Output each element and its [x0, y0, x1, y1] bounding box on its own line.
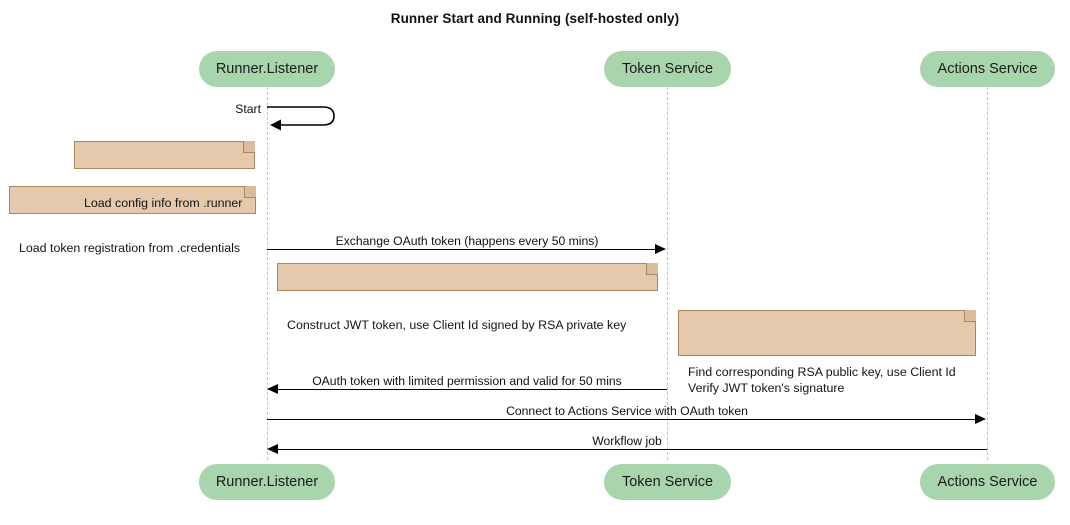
message-workflow-job-label: Workflow job: [592, 434, 662, 448]
note-fold-corner-icon: [964, 310, 976, 322]
participant-label: Runner.Listener: [215, 61, 319, 77]
message-connect-actions-service-label: Connect to Actions Service with OAuth to…: [506, 404, 748, 418]
participant-label: Actions Service: [937, 474, 1038, 490]
note-fold-corner-icon: [244, 186, 256, 198]
lifeline-token: [667, 87, 668, 460]
lifeline-runner: [267, 87, 268, 460]
participant-label: Token Service: [621, 61, 714, 77]
message-workflow-job-line[interactable]: [278, 449, 987, 450]
note-find-rsa-public-key: Find corresponding RSA public key, use C…: [678, 310, 976, 395]
message-oauth-token-limited-arrowhead: [267, 384, 278, 394]
participant-token-service-bottom[interactable]: Token Service: [604, 464, 731, 500]
message-workflow-job-arrowhead: [267, 444, 278, 454]
participant-label: Actions Service: [937, 61, 1038, 77]
diagram-title: Runner Start and Running (self-hosted on…: [390, 11, 680, 26]
lifeline-actions: [987, 87, 988, 460]
message-connect-actions-service-arrowhead: [975, 414, 986, 424]
note-construct-jwt-token: Construct JWT token, use Client Id signe…: [277, 263, 658, 332]
note-text: Load config info from .runner: [84, 196, 243, 210]
note-text: Construct JWT token, use Client Id signe…: [287, 318, 627, 332]
message-exchange-oauth-token-line[interactable]: [267, 249, 655, 250]
note-load-token-registration: Load token registration from .credential…: [9, 186, 256, 255]
participant-label: Token Service: [621, 474, 714, 490]
participant-actions-service-bottom[interactable]: Actions Service: [920, 464, 1055, 500]
message-start-label: Start: [235, 102, 261, 116]
note-text: Find corresponding RSA public key, use C…: [688, 365, 956, 395]
note-load-config-info: Load config info from .runner: [74, 141, 255, 210]
message-connect-actions-service-line[interactable]: [267, 419, 975, 420]
participant-token-service[interactable]: Token Service: [604, 51, 731, 87]
message-oauth-token-limited-label: OAuth token with limited permission and …: [312, 374, 622, 388]
participant-runner-listener[interactable]: Runner.Listener: [199, 51, 335, 87]
message-start-selfloop[interactable]: [267, 100, 339, 131]
participant-actions-service[interactable]: Actions Service: [920, 51, 1055, 87]
note-text: Load token registration from .credential…: [19, 241, 241, 255]
participant-label: Runner.Listener: [215, 474, 319, 490]
message-exchange-oauth-token-arrowhead: [655, 244, 666, 254]
participant-runner-listener-bottom[interactable]: Runner.Listener: [199, 464, 335, 500]
message-oauth-token-limited-line[interactable]: [278, 389, 667, 390]
note-fold-corner-icon: [243, 141, 255, 153]
message-exchange-oauth-token-label: Exchange OAuth token (happens every 50 m…: [335, 234, 599, 248]
note-fold-corner-icon: [646, 263, 658, 275]
